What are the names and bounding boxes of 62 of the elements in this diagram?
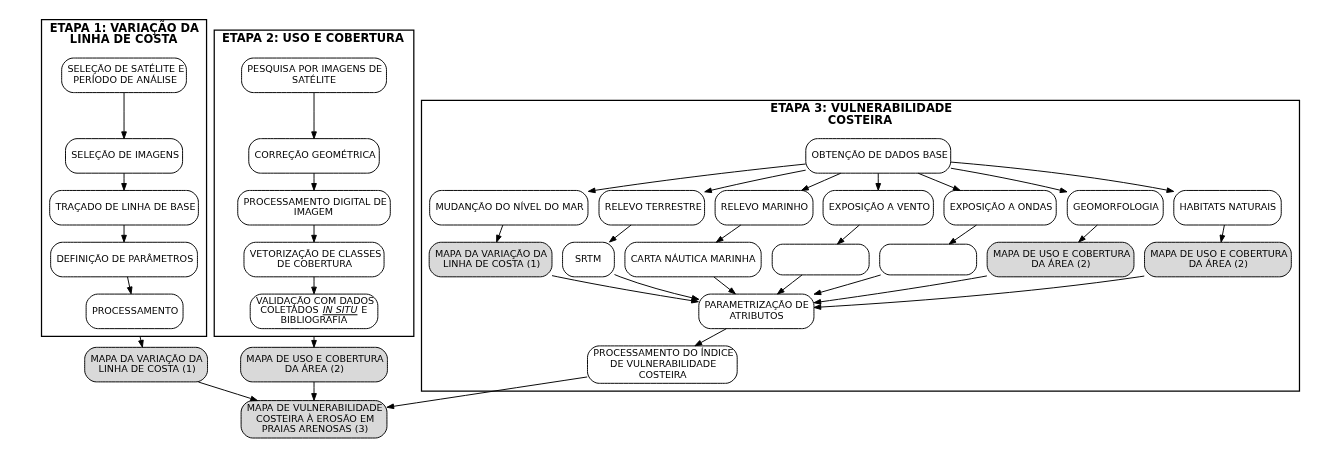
node-box: MAPA DA VARIAÇÃO DA LINHA DE COSTA (1) [84, 346, 208, 383]
arrow [813, 274, 882, 296]
node-box: SRTM [562, 241, 615, 278]
node-box: GEOMORFOLOGIA [1066, 190, 1164, 226]
arrow [311, 381, 317, 401]
arrow [126, 276, 133, 295]
arrow [311, 224, 317, 243]
node-box: TRAÇADO DE LINHA DE BASE [49, 190, 199, 226]
node-box: PESQUISA POR IMAGENS DE SATÉLITE [241, 57, 387, 94]
node-box: VALIDAÇÃO COM DADOS COLETADOS IN SITU E BIBLIOGRAFIA [249, 293, 379, 330]
arrow [813, 275, 1145, 310]
arrow [386, 376, 588, 410]
node-box [879, 243, 978, 276]
node-box: RELEVO TERRESTRE [598, 190, 706, 226]
node-box: MAPA DE VULNERABILIDADE COSTEIRA À EROSÃO EM PRAIAS ARENOSAS (3) [240, 400, 388, 439]
arrow [715, 224, 742, 243]
node-box: RELEVO MARINHO [714, 190, 814, 226]
node-box: OBTENÇÃO DE DADOS BASE [805, 138, 952, 174]
node-box: HABITATS NATURAIS [1173, 190, 1282, 226]
node-box: DEFINIÇÃO DE PARÂMETROS [50, 241, 198, 278]
arrow [121, 172, 127, 191]
node-box: PARAMETRIZAÇÃO DE ATRIBUTOS [698, 293, 815, 330]
arrow [836, 224, 860, 245]
arrow [1219, 224, 1226, 243]
arrow [614, 274, 700, 301]
arrow [1078, 224, 1098, 243]
node-box: SELEÇÃO DE IMAGENS [65, 138, 184, 174]
arrow [713, 276, 736, 295]
arrow [587, 163, 807, 194]
arrow [138, 335, 144, 348]
node-box: VETORIZAÇÃO DE CLASSES DE COBERTURA [243, 241, 385, 278]
node-box: CARTA NÁUTICA MARINHA [624, 241, 762, 278]
node-box: PROCESSAMENTO [85, 293, 184, 330]
arrow [704, 169, 807, 194]
arrow [694, 328, 727, 347]
arrow [609, 224, 632, 243]
node-box: PROCESSAMENTO DO ÍNDICE DE VULNERABILIDADE COSTEIRA [587, 345, 738, 384]
arrow [875, 172, 882, 191]
node-box: PROCESSAMENTO DIGITAL DE IMAGEM [237, 190, 391, 226]
node-box: EXPOSIÇÃO A VENTO [822, 190, 934, 226]
arrow [121, 92, 127, 140]
arrow [311, 172, 317, 191]
arrow [496, 224, 504, 243]
node-box: MAPA DE USO E COBERTURA DA ÁREA (2) [1144, 241, 1292, 278]
arrow [950, 161, 1175, 193]
arrow [311, 92, 317, 140]
arrow [197, 381, 258, 402]
arrow [776, 274, 803, 295]
arrow [948, 224, 977, 245]
node-box: EXPOSIÇÃO A ONDAS [943, 190, 1057, 226]
node-box: CORREÇÃO GEOMÉTRICA [248, 138, 380, 174]
arrow [121, 224, 127, 243]
node-box: MUDANÇÃO DO NÍVEL DO MAR [429, 190, 589, 226]
node-box [771, 243, 870, 276]
arrow [311, 335, 317, 348]
node-box: MAPA DA VARIAÇÃO DA LINHA DE COSTA (1) [428, 241, 553, 278]
arrow [950, 167, 1068, 194]
node-box: MAPA DE USO E COBERTURA DA ÁREA (2) [240, 346, 388, 383]
node-box: MAPA DE USO E COBERTURA DA ÁREA (2) [986, 241, 1135, 278]
node-box: SELEÇÃO DE SATÉLITE E PERÍODO DE ANÁLISE [61, 57, 187, 94]
arrow [311, 276, 317, 295]
arrow [813, 275, 988, 305]
